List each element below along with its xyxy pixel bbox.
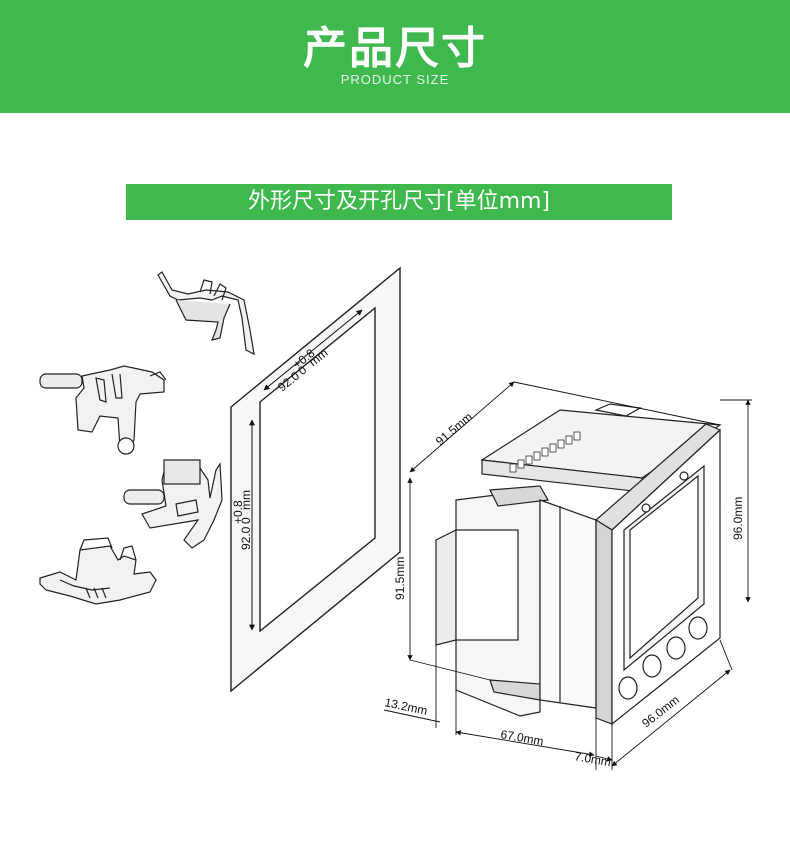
cutout-height-label: 92.0 +0.8 0 mm <box>231 490 253 550</box>
header-banner: 产品尺寸 PRODUCT SIZE <box>0 0 790 113</box>
page-subtitle: PRODUCT SIZE <box>340 72 450 87</box>
dim-depth-top: 91.5mm <box>433 410 475 449</box>
meter-device <box>435 403 722 726</box>
dim-body-height: 91.5mm <box>393 557 407 600</box>
page-title: 产品尺寸 <box>303 23 487 74</box>
dimension-lines <box>383 381 752 770</box>
section-label: 外形尺寸及开孔尺寸[单位mm] <box>126 184 672 220</box>
panel-cutout <box>230 266 401 693</box>
svg-text:+0.8: +0.8 <box>231 500 245 524</box>
dim-front-depth: 7.0mm <box>573 749 612 769</box>
svg-text:0: 0 <box>239 517 253 524</box>
dim-front-height: 96.0mm <box>731 497 745 540</box>
mounting-clip-1 <box>157 271 255 356</box>
mounting-clip-2 <box>39 365 167 455</box>
dim-front-width: 96.0mm <box>639 693 682 731</box>
mounting-clip-3 <box>123 459 223 549</box>
dim-body-depth: 67.0mm <box>499 727 544 748</box>
mounting-clip-4 <box>39 537 157 605</box>
svg-text:92.0: 92.0 <box>239 526 253 550</box>
svg-text:mm: mm <box>239 490 253 510</box>
